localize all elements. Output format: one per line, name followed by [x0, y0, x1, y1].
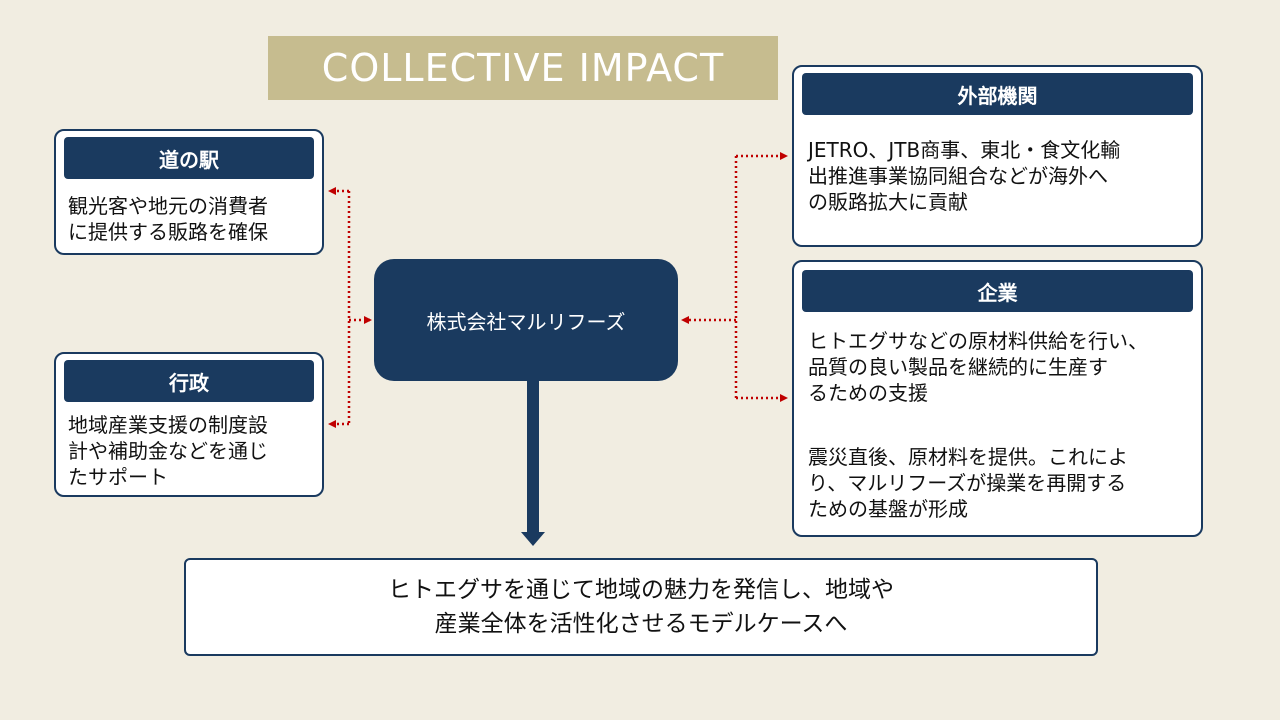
external-header: 外部機関: [802, 73, 1193, 115]
right-connector: [681, 152, 788, 402]
gyosei-box: 行政 地域産業支援の制度設 計や補助金などを通じ たサポート: [54, 352, 324, 497]
title-banner: COLLECTIVE IMPACT: [268, 36, 778, 100]
gyosei-text: 地域産業支援の制度設 計や補助金などを通じ たサポート: [68, 413, 268, 489]
gyosei-header: 行政: [64, 360, 314, 402]
outcome-text: ヒトエグサを通じて地域の魅力を発信し、地域や 産業全体を活性化させるモデルケース…: [388, 577, 894, 637]
title-text: COLLECTIVE IMPACT: [321, 46, 725, 90]
external-text: JETRO、JTB商事、東北・食文化輸 出推進事業協同組合などが海外へ の販路拡…: [808, 138, 1121, 214]
michi-no-eki-header: 道の駅: [64, 137, 314, 179]
company-box: 企業 ヒトエグサなどの原材料供給を行い、 品質の良い製品を継続的に生産す るため…: [792, 260, 1203, 537]
down-arrow: [521, 378, 545, 546]
company-text-disaster: 震災直後、原材料を提供。これによ り、マルリフーズが操業を再開する ための基盤が…: [808, 445, 1128, 521]
center-company-box: 株式会社マルリフーズ: [374, 259, 678, 381]
external-box: 外部機関 JETRO、JTB商事、東北・食文化輸 出推進事業協同組合などが海外へ…: [792, 65, 1203, 247]
company-text-support: ヒトエグサなどの原材料供給を行い、 品質の良い製品を継続的に生産す るための支援: [808, 329, 1148, 405]
michi-no-eki-box: 道の駅 観光客や地元の消費者 に提供する販路を確保: [54, 129, 324, 255]
outcome-box: ヒトエグサを通じて地域の魅力を発信し、地域や 産業全体を活性化させるモデルケース…: [184, 558, 1098, 656]
michi-no-eki-text: 観光客や地元の消費者 に提供する販路を確保: [68, 194, 268, 244]
company-header: 企業: [802, 270, 1193, 312]
left-connector: [328, 187, 372, 428]
center-company-label: 株式会社マルリフーズ: [426, 309, 626, 334]
